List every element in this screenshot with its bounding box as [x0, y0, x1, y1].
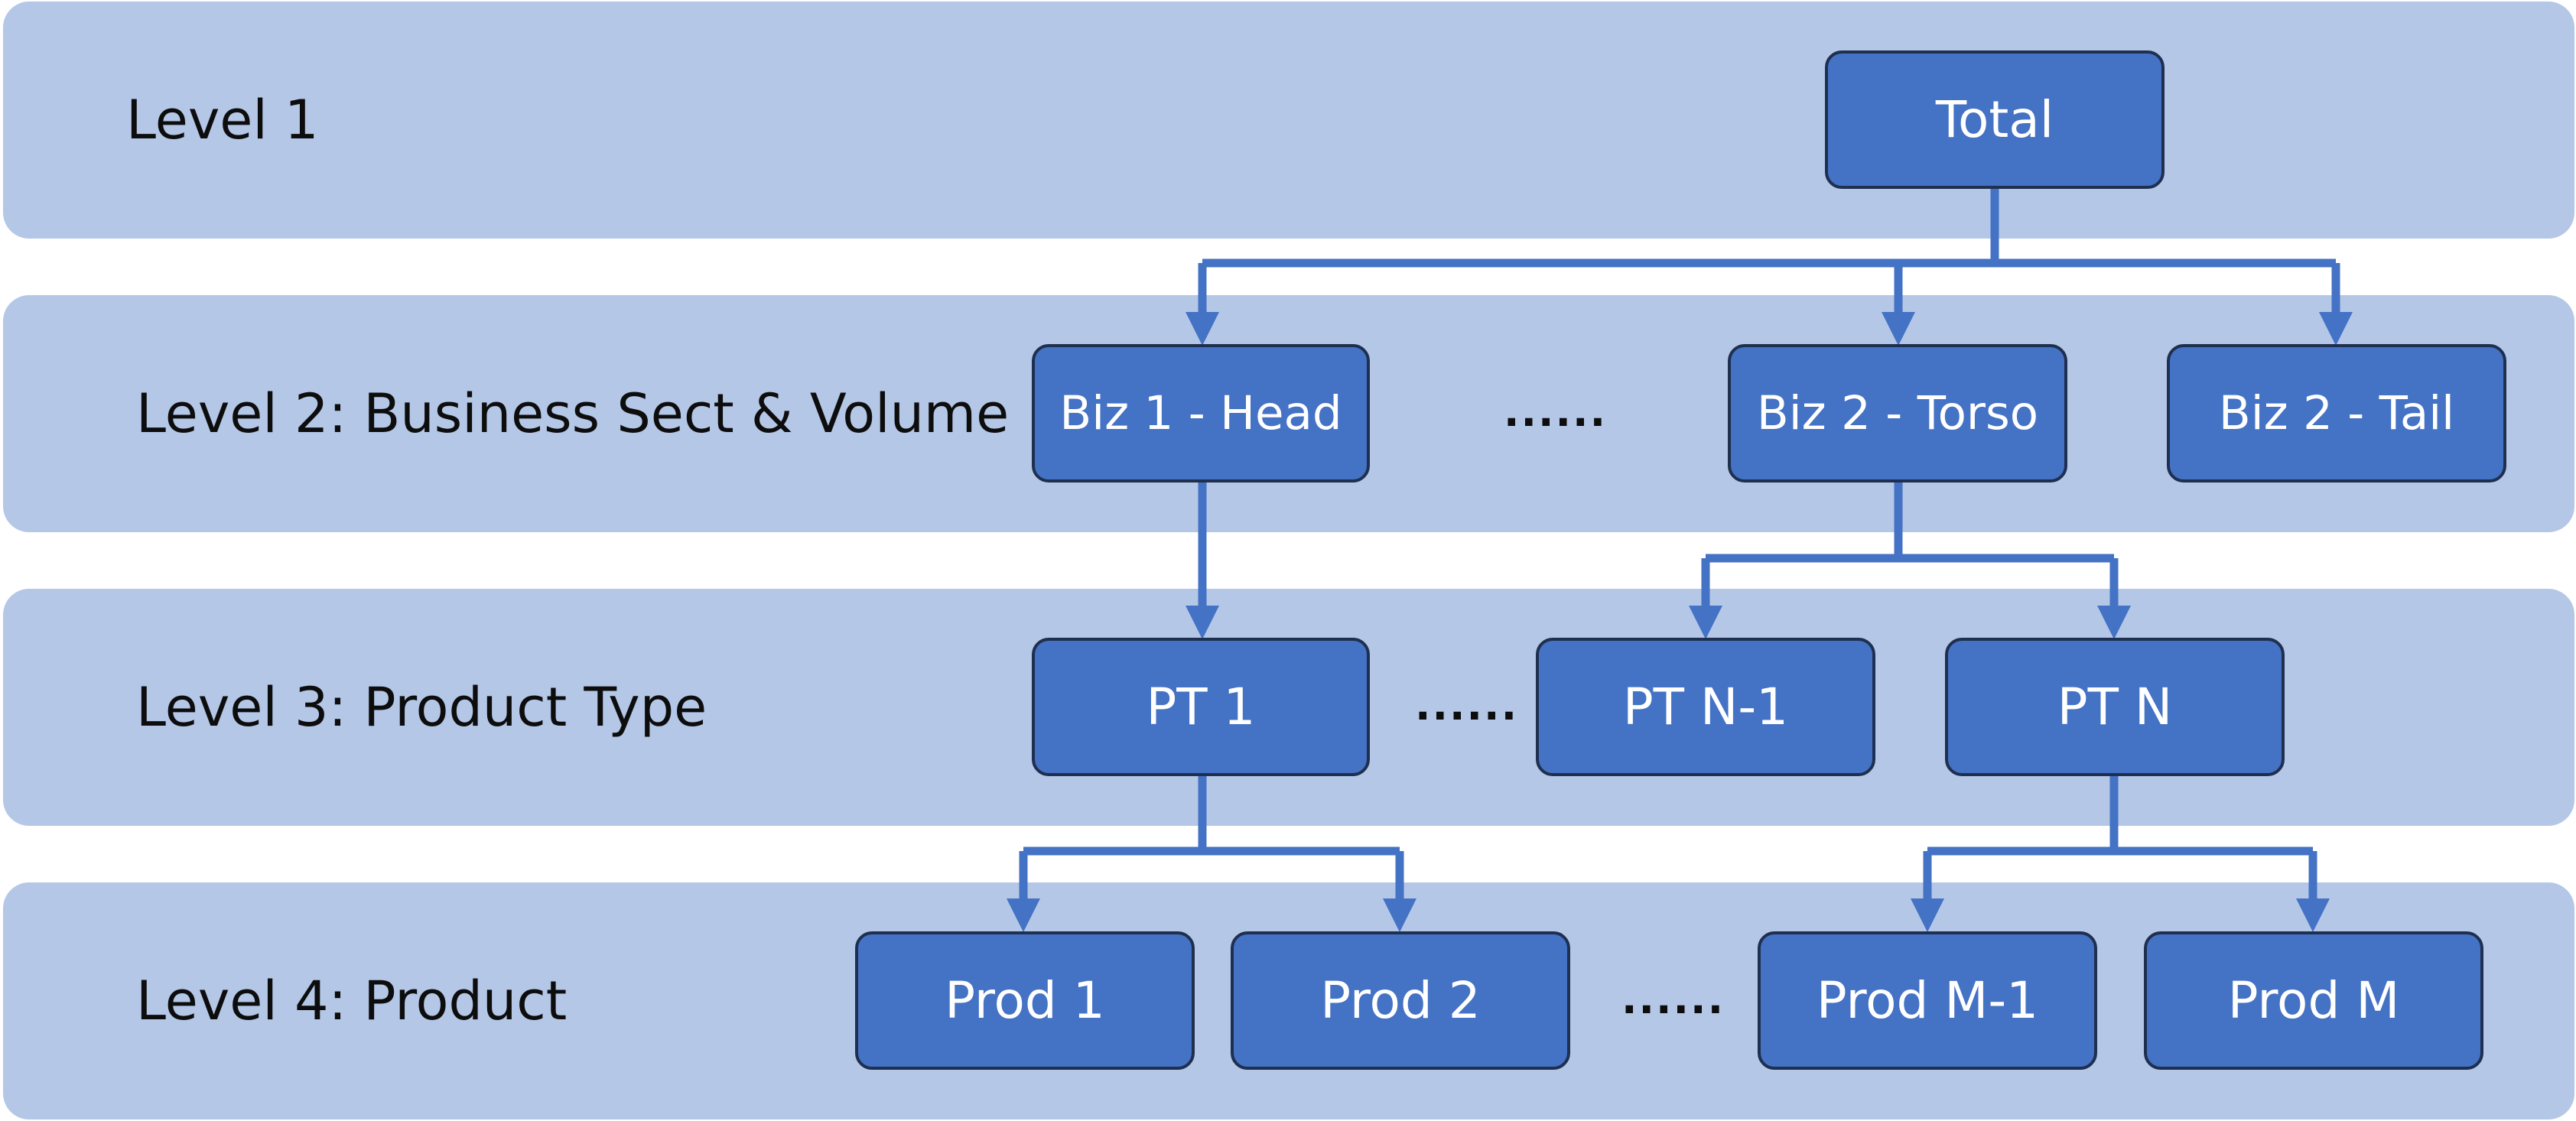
- level-2-label: Level 2: Business Sect & Volume: [136, 382, 1010, 445]
- node-pt-n-1: PT N-1: [1536, 638, 1875, 776]
- node-biz2-tail: Biz 2 - Tail: [2167, 344, 2506, 483]
- level-4-label: Level 4: Product: [136, 970, 568, 1032]
- node-pt-n: PT N: [1945, 638, 2285, 776]
- node-total: Total: [1825, 50, 2165, 189]
- level-3-label: Level 3: Product Type: [136, 676, 707, 739]
- node-prod2: Prod 2: [1231, 931, 1570, 1070]
- node-pt1: PT 1: [1032, 638, 1370, 776]
- ellipsis-level-3: ......: [1415, 681, 1519, 729]
- connector-total-to-level2: [1202, 189, 2336, 268]
- node-prod-m: Prod M: [2144, 931, 2483, 1070]
- connector-ptn-to-level4: [1927, 776, 2313, 856]
- ellipsis-level-4: ......: [1621, 975, 1725, 1023]
- connector-torso-to-level3: [1706, 483, 2114, 563]
- node-prod-m-1: Prod M-1: [1758, 931, 2097, 1070]
- node-prod1: Prod 1: [855, 931, 1195, 1070]
- ellipsis-level-2: ......: [1504, 388, 1608, 436]
- node-biz1-head: Biz 1 - Head: [1032, 344, 1370, 483]
- connector-pt1-to-level4: [1023, 776, 1400, 856]
- node-biz2-torso: Biz 2 - Torso: [1728, 344, 2067, 483]
- level-1-label: Level 1: [126, 89, 319, 151]
